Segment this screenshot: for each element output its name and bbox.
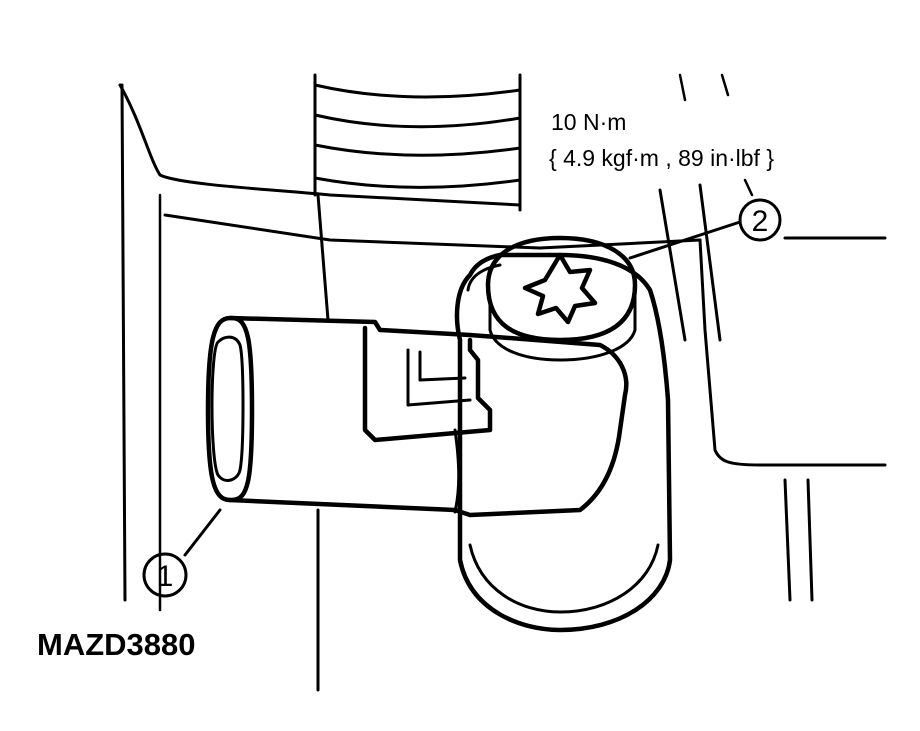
sensor-flange [454, 252, 673, 633]
torque-value: 10 N·m [551, 109, 626, 135]
connector [205, 315, 629, 518]
engine-block-outline [118, 73, 887, 612]
figure-code: MAZD3880 [37, 627, 196, 662]
mounting-bolt [485, 235, 638, 362]
callout-1-label: 1 [157, 560, 174, 593]
torx-icon [522, 252, 598, 325]
callout-1: 1 [142, 552, 188, 598]
callout-2: 2 [738, 198, 782, 242]
torque-value-alt: { 4.9 kgf·m , 89 in·lbf } [549, 145, 774, 171]
leader-lines [183, 178, 754, 557]
shaft [313, 73, 522, 692]
callout-2-label: 2 [752, 205, 769, 238]
